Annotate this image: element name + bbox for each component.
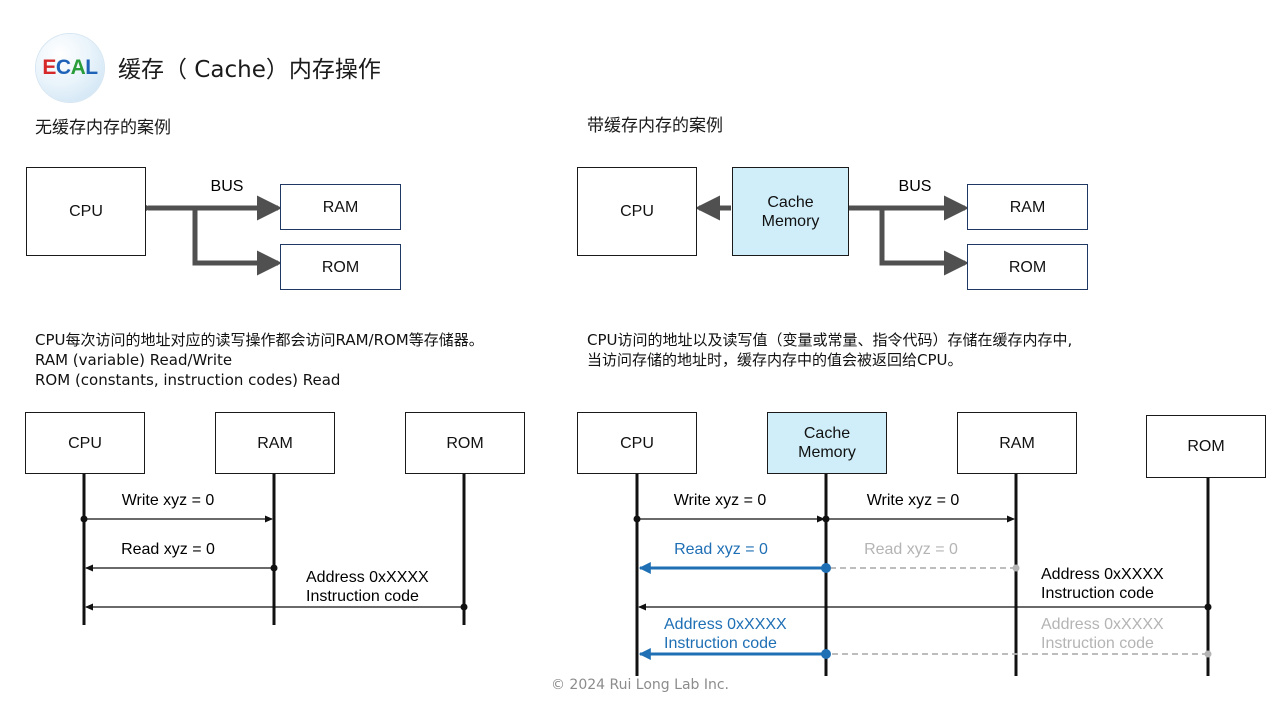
right-msg-read-ram-dot xyxy=(1012,564,1020,572)
right-bus-label: BUS xyxy=(899,178,932,195)
logo-letter-e: E xyxy=(42,56,56,79)
right-msg-instruction-gray-label: Instruction code xyxy=(1041,635,1154,652)
left-seq-ram-box: RAM xyxy=(215,412,335,474)
right-msg-write-cpu-label: Write xyz = 0 xyxy=(674,492,767,509)
right-msg-address-gray-label: Address 0xXXXX xyxy=(1041,616,1164,633)
right-description-line-2: 当访问存储的地址时，缓存内存中的值会被返回给CPU。 xyxy=(587,351,963,369)
left-ram-block-label: RAM xyxy=(322,198,359,216)
right-description: CPU访问的地址以及读写值（变量或常量、指令代码）存储在缓存内存中, 当访问存储… xyxy=(587,330,1072,370)
right-cache-block-label: Cache Memory xyxy=(761,193,820,230)
right-seq-rom-label: ROM xyxy=(1187,438,1225,455)
right-msg-read-ram-label: Read xyz = 0 xyxy=(864,541,958,558)
right-ram-block-label: RAM xyxy=(1009,198,1046,216)
left-msg-address-label: Address 0xXXXX xyxy=(306,569,429,586)
right-seq-cpu-box: CPU xyxy=(577,412,697,474)
right-bus-branch-rom xyxy=(879,208,970,276)
right-seq-cpu-label: CPU xyxy=(620,434,654,452)
right-msg-write-ram-label: Write xyz = 0 xyxy=(867,492,960,509)
left-msg-write-dot xyxy=(80,515,88,523)
left-cpu-block: CPU xyxy=(26,167,146,256)
right-subtitle: 带缓存内存的案例 xyxy=(587,116,723,136)
right-msg-fetch-cache-dot xyxy=(821,649,831,659)
right-msg-instruction-cache-label: Instruction code xyxy=(664,635,777,652)
left-msg-instruction-label: Instruction code xyxy=(306,588,419,605)
left-description: CPU每次访问的地址对应的读写操作都会访问RAM/ROM等存储器。 RAM (v… xyxy=(35,330,484,390)
right-cpu-block-label: CPU xyxy=(620,203,654,220)
left-ram-block: RAM xyxy=(280,184,401,230)
left-bus-branch-rom xyxy=(192,208,283,276)
right-description-line-1: CPU访问的地址以及读写值（变量或常量、指令代码）存储在缓存内存中, xyxy=(587,331,1073,349)
left-seq-rom-label: ROM xyxy=(446,434,484,452)
right-rom-block-label: ROM xyxy=(1008,258,1047,276)
right-seq-cache-box: Cache Memory xyxy=(767,412,887,474)
right-msg-fetch-gray-dot xyxy=(1204,650,1212,658)
left-subtitle: 无缓存内存的案例 xyxy=(35,118,171,138)
right-seq-ram-label: RAM xyxy=(999,434,1035,452)
left-bus-label: BUS xyxy=(211,178,244,195)
right-cache-block: Cache Memory xyxy=(732,167,849,256)
left-msg-write-label: Write xyz = 0 xyxy=(122,492,215,509)
right-msg-write-ram-dot xyxy=(822,515,830,523)
right-seq-ram-box: RAM xyxy=(957,412,1077,474)
page-title: 缓存（ Cache）内存操作 xyxy=(118,57,381,83)
left-description-line-3: ROM (constants, instruction codes) Read xyxy=(35,371,341,389)
right-rom-block: ROM xyxy=(967,244,1088,290)
left-seq-cpu-box: CPU xyxy=(25,412,145,474)
right-cpu-block: CPU xyxy=(577,167,697,256)
left-seq-rom-box: ROM xyxy=(405,412,525,474)
right-msg-read-cache-dot xyxy=(821,563,831,573)
left-seq-ram-label: RAM xyxy=(257,434,293,452)
logo-letter-c: C xyxy=(55,56,71,79)
copyright-footer: © 2024 Rui Long Lab Inc. xyxy=(550,677,730,693)
right-seq-cache-label: Cache Memory xyxy=(798,425,856,461)
right-msg-write-cpu-dot xyxy=(633,515,641,523)
left-description-line-1: CPU每次访问的地址对应的读写操作都会访问RAM/ROM等存储器。 xyxy=(35,331,484,349)
right-msg-address-cache-label: Address 0xXXXX xyxy=(664,616,787,633)
left-rom-block-label: ROM xyxy=(321,258,360,276)
right-ram-block: RAM xyxy=(967,184,1088,230)
left-msg-read-label: Read xyz = 0 xyxy=(121,541,215,558)
left-msg-read-dot xyxy=(270,564,278,572)
logo-letter-l: L xyxy=(85,56,98,79)
right-msg-fetch-rom-dot xyxy=(1204,603,1212,611)
left-description-line-2: RAM (variable) Read/Write xyxy=(35,351,233,369)
left-seq-cpu-label: CPU xyxy=(68,434,102,452)
logo-letter-a: A xyxy=(70,56,86,79)
left-cpu-block-label: CPU xyxy=(69,203,103,220)
left-msg-fetch-dot xyxy=(460,603,468,611)
right-msg-instruction-rom-label: Instruction code xyxy=(1041,585,1154,602)
left-rom-block: ROM xyxy=(280,244,401,290)
right-seq-rom-box: ROM xyxy=(1146,415,1266,478)
right-msg-address-rom-label: Address 0xXXXX xyxy=(1041,566,1164,583)
right-msg-read-cache-label: Read xyz = 0 xyxy=(674,541,768,558)
